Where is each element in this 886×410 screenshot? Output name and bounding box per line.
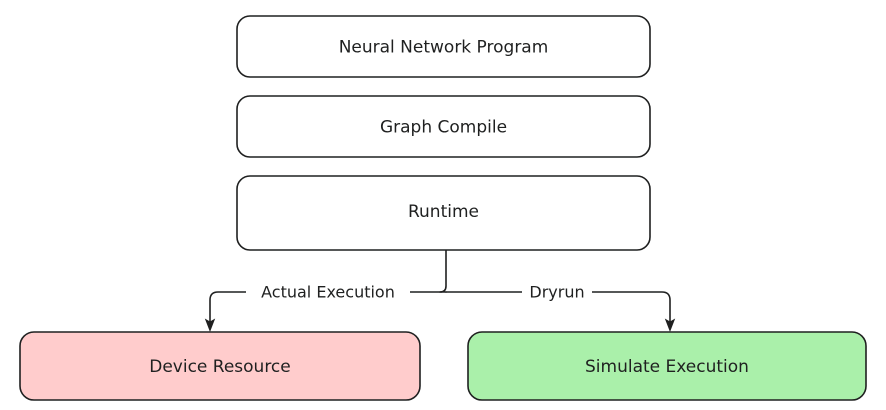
edge-label-group: Actual Execution Dryrun	[246, 281, 592, 304]
node-simulate-execution-box	[467, 331, 867, 401]
node-graph-compile-label: Graph Compile	[380, 118, 507, 138]
edge-label-dryrun: Dryrun	[529, 283, 584, 302]
edge-label-mask-actual-execution	[246, 281, 410, 304]
node-runtime-box	[236, 175, 651, 251]
node-device-resource-label: Device Resource	[149, 357, 291, 377]
node-device-resource-box	[19, 331, 421, 401]
node-graph-compile[interactable]: Graph Compile	[236, 95, 651, 158]
edge-label-mask-dryrun	[522, 281, 592, 304]
edge-runtime-trunk	[439, 249, 447, 293]
node-neural-network-program-label: Neural Network Program	[339, 38, 549, 58]
node-simulate-execution-label: Simulate Execution	[585, 357, 749, 377]
node-neural-network-program[interactable]: Neural Network Program	[236, 15, 651, 78]
node-runtime[interactable]: Runtime	[236, 175, 651, 251]
arrow-head-simulate-execution	[664, 318, 676, 332]
node-device-resource[interactable]: Device Resource	[19, 331, 421, 401]
edge-runtime-to-simulate-execution	[445, 291, 671, 323]
edge-runtime-to-device-resource	[209, 291, 447, 323]
edge-label-actual-execution: Actual Execution	[261, 283, 395, 302]
arrow-head-device-resource	[204, 318, 216, 332]
node-neural-network-program-box	[236, 15, 651, 78]
edge-group	[204, 249, 676, 332]
node-simulate-execution[interactable]: Simulate Execution	[467, 331, 867, 401]
node-graph-compile-box	[236, 95, 651, 158]
node-runtime-label: Runtime	[408, 202, 479, 222]
